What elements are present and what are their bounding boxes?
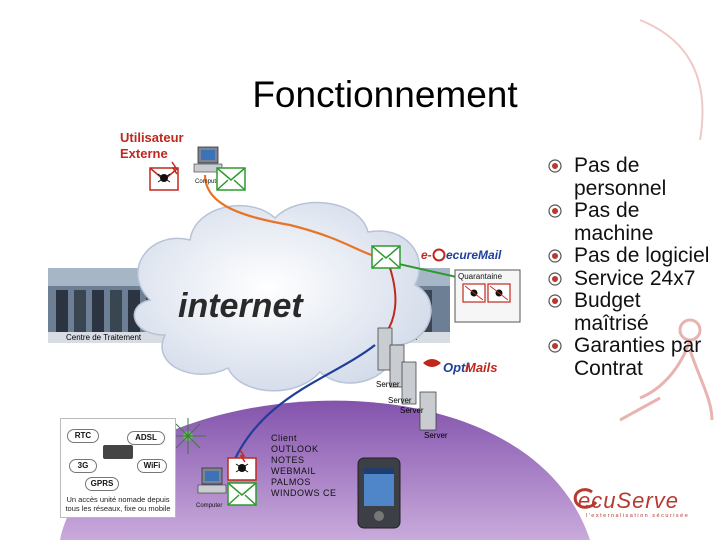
client-line: NOTES xyxy=(271,455,305,465)
access-gprs: GPRS xyxy=(85,477,119,491)
server-label-2: Server xyxy=(388,396,412,405)
benefit-item: Service 24x7 xyxy=(548,266,718,291)
bullet-target-icon xyxy=(548,294,562,308)
securemail-prefix: e- xyxy=(421,248,432,262)
virus-mail-icon xyxy=(149,161,179,191)
securemail-brand: ecureMail xyxy=(446,248,502,262)
decorative-swirl xyxy=(639,19,704,141)
client-computer-label: Computer xyxy=(196,503,222,509)
ecuserve-tagline: l'externalisation sécurisée xyxy=(586,513,690,519)
client-computer-icon: Computer xyxy=(196,467,227,509)
optimails-suffix: Mails xyxy=(465,360,498,375)
access-options-panel: RTC ADSL 3G WiFi GPRS Un accès unité nom… xyxy=(60,418,176,518)
benefit-text: Pas de machine xyxy=(574,199,654,245)
benefit-text: Garanties par Contrat xyxy=(574,334,702,380)
client-clean-mail-icon xyxy=(227,482,257,506)
client-virus-mail-icon xyxy=(227,449,257,481)
slide-title: Fonctionnement xyxy=(252,74,518,115)
client-line: Client xyxy=(271,433,298,443)
benefit-item: Pas de personnel xyxy=(548,154,718,200)
quarantine-box: Quarantaine xyxy=(454,269,521,323)
quarantine-label: Quarantaine xyxy=(458,272,503,281)
access-3g: 3G xyxy=(69,459,97,473)
client-line: WINDOWS CE xyxy=(271,488,337,498)
server-label-4: Server xyxy=(424,431,448,440)
optimails-logo: Opti Mails xyxy=(423,359,498,375)
external-user-label-line2: Externe xyxy=(120,146,168,161)
client-software-list: Client OUTLOOK NOTES WEBMAIL PALMOS WIND… xyxy=(271,433,337,499)
client-line: PALMOS xyxy=(271,477,311,487)
blue-route-client xyxy=(228,344,376,471)
client-line: OUTLOOK xyxy=(271,444,319,454)
orange-mail-route xyxy=(203,174,386,260)
benefit-text: Service 24x7 xyxy=(574,266,696,290)
access-caption: Un accès unité nomade depuis tous les ré… xyxy=(65,495,171,513)
bullet-target-icon xyxy=(548,204,562,218)
ecuserve-logo-mark xyxy=(573,488,598,509)
laptop-icon xyxy=(103,445,133,459)
network-node-icon xyxy=(170,418,206,454)
access-adsl: ADSL xyxy=(127,431,165,445)
securemail-mail-icon xyxy=(371,245,401,269)
ecuserve-logo-text: ecuServe xyxy=(578,488,679,513)
server-label-3: Server xyxy=(400,406,424,415)
securemail-logo: e- ecureMail xyxy=(421,248,502,262)
benefit-item: Pas de logiciel xyxy=(548,244,718,268)
clean-mail-icon xyxy=(216,167,246,191)
server-label-1: Server xyxy=(376,380,400,389)
bullet-target-icon xyxy=(548,159,562,173)
benefit-text: Pas de personnel xyxy=(574,154,667,200)
benefit-item: Garanties par Contrat xyxy=(548,334,718,380)
access-wifi: WiFi xyxy=(137,459,167,473)
external-user-label-line1: Utilisateur xyxy=(120,130,184,145)
benefit-text: Pas de logiciel xyxy=(574,244,710,267)
bullet-target-icon xyxy=(548,271,562,286)
access-rtc: RTC xyxy=(67,429,99,443)
external-computer-label: Computer xyxy=(195,179,221,185)
decorative-figure xyxy=(619,318,714,422)
bullet-target-icon xyxy=(548,339,562,353)
datacenter-left-label: Centre de Traitement xyxy=(66,333,142,342)
bullet-target-icon xyxy=(548,249,562,263)
benefits-list: Pas de personnel Pas de machine Pas de l… xyxy=(548,154,718,380)
client-line: WEBMAIL xyxy=(271,466,317,476)
external-user-label: Utilisateur Externe xyxy=(120,130,184,162)
server-stack: Server Server Server Server xyxy=(376,327,448,440)
benefit-item: Pas de machine xyxy=(548,199,718,245)
benefit-text: Budget maîtrisé xyxy=(574,289,649,335)
pda-device-icon xyxy=(357,457,401,529)
internet-label: internet xyxy=(178,287,304,325)
external-computer-icon: Computer xyxy=(193,146,223,185)
benefit-item: Budget maîtrisé xyxy=(548,289,718,335)
optimails-brand: Opti xyxy=(443,360,469,375)
